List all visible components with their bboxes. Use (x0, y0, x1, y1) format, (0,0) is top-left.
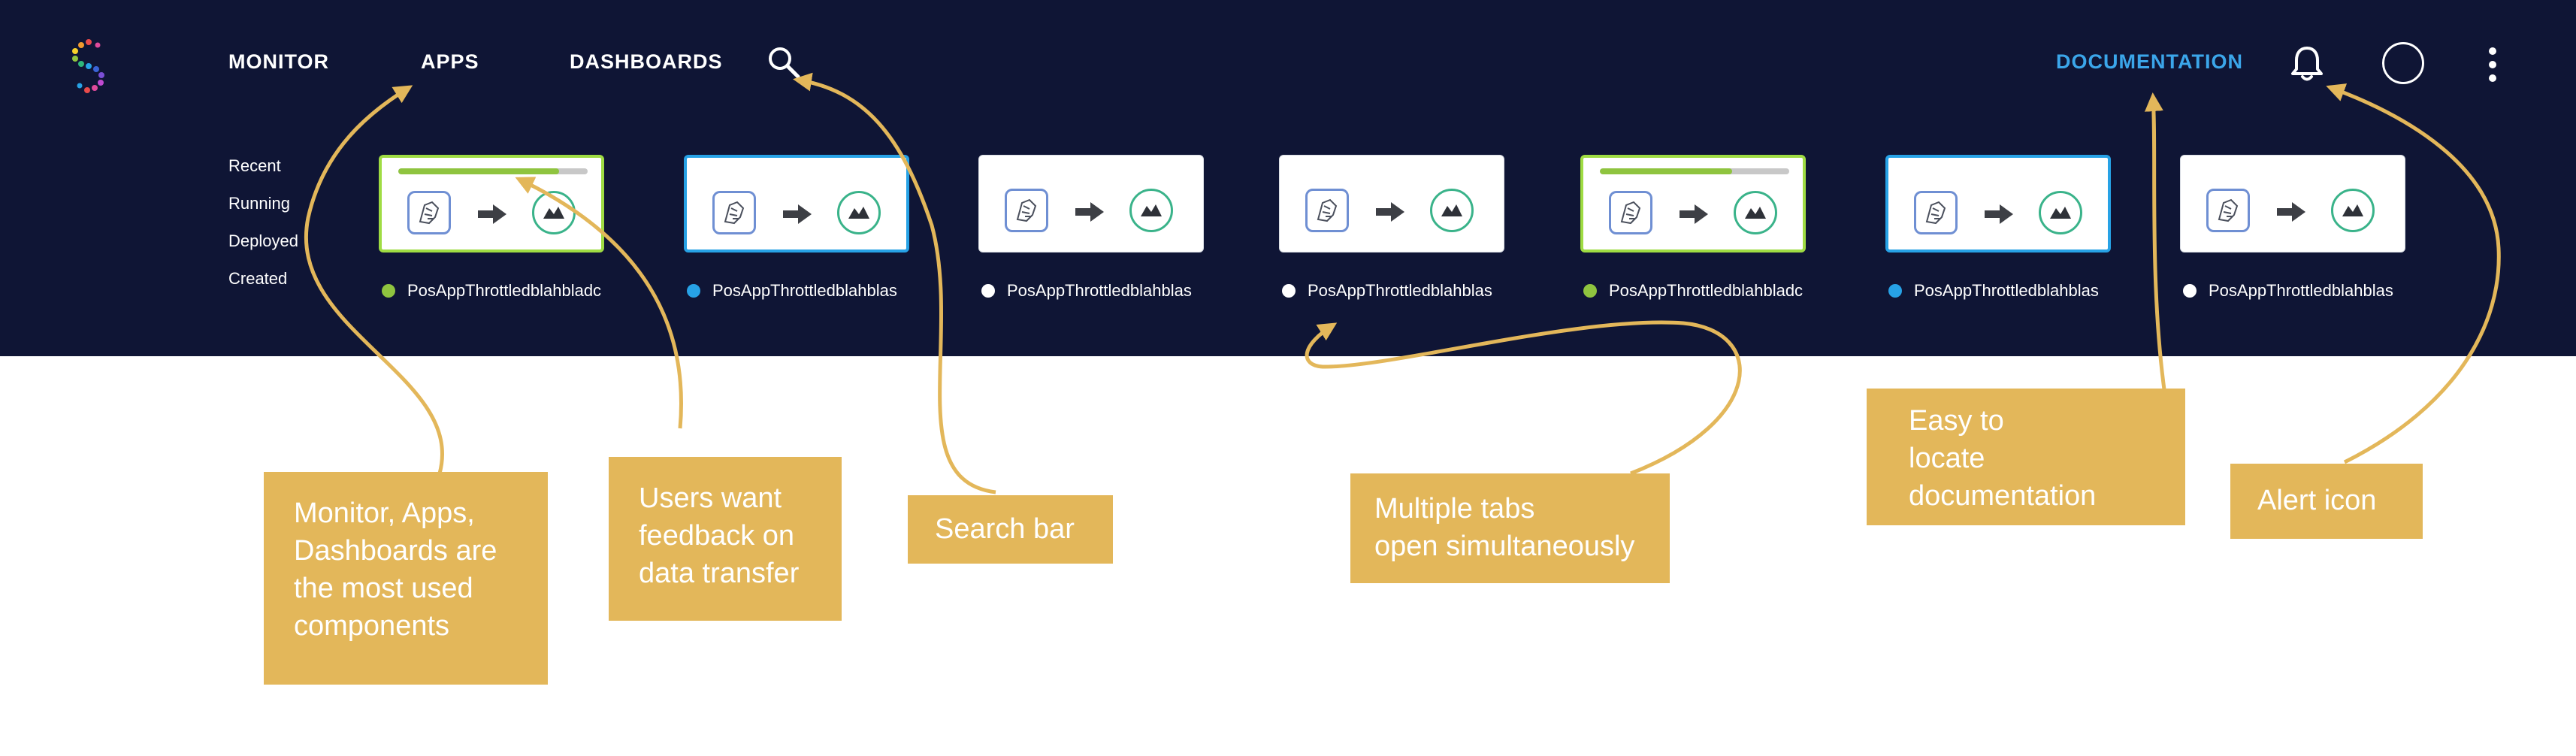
app-tab[interactable]: PosAppThrottledblahblas (2180, 0, 2405, 300)
app-flow-card[interactable] (1885, 155, 2111, 253)
app-name: PosAppThrottledblahbladc (1609, 281, 1804, 300)
flow-arrow-icon (476, 203, 509, 225)
source-app-icon (1914, 191, 1958, 234)
callout-documentation-text: Easy to locate documentation (1909, 405, 2097, 512)
target-app-icon (1430, 189, 1474, 232)
nav-monitor[interactable]: MONITOR (228, 50, 329, 73)
flow-arrow-icon (782, 203, 815, 225)
app-status-dot (382, 284, 395, 298)
callout-search: Search bar (908, 495, 1113, 564)
app-name: PosAppThrottledblahblas (2209, 281, 2393, 300)
app-tab[interactable]: PosAppThrottledblahblas (1279, 0, 1504, 300)
callout-search-text: Search bar (935, 513, 1075, 545)
app-tab[interactable]: PosAppThrottledblahblas (978, 0, 1204, 300)
bell-icon[interactable] (2290, 45, 2324, 83)
callout-feedback: Users want feedback on data transfer (609, 457, 842, 621)
flow-arrow-icon (1983, 203, 2016, 225)
callout-tabs-text: Multiple tabs open simultaneously (1374, 493, 1635, 562)
flow-arrow-icon (1074, 201, 1107, 223)
app-name: PosAppThrottledblahblas (1308, 281, 1492, 300)
top-navbar: MONITOR APPS DASHBOARDS DOCUMENTATION Re… (0, 0, 2576, 356)
callout-monitor-text: Monitor, Apps, Dashboards are the most u… (294, 497, 497, 642)
target-app-icon (1129, 189, 1173, 232)
target-app-icon (837, 191, 881, 234)
target-app-icon (2039, 191, 2082, 234)
flow-arrow-icon (2275, 201, 2308, 223)
app-tab[interactable]: PosAppThrottledblahblas (1885, 0, 2111, 300)
app-flow-card[interactable] (2180, 155, 2405, 253)
source-app-icon (1609, 191, 1652, 234)
callout-documentation: Easy to locate documentation (1867, 389, 2185, 525)
avatar[interactable] (2382, 42, 2424, 84)
source-app-icon (1305, 189, 1349, 232)
nav-apps[interactable]: APPS (421, 50, 479, 73)
target-app-icon (1734, 191, 1777, 234)
app-name: PosAppThrottledblahblas (1007, 281, 1192, 300)
logo-icon[interactable] (66, 38, 111, 93)
more-menu-icon[interactable] (2483, 47, 2502, 83)
status-label-recent: Recent (228, 156, 281, 175)
app-status-dot (687, 284, 700, 298)
data-transfer-progress-bar (1600, 168, 1789, 174)
flow-arrow-icon (1678, 203, 1711, 225)
app-status-dot (1888, 284, 1902, 298)
source-app-icon (2206, 189, 2250, 232)
data-transfer-progress-bar (398, 168, 588, 174)
app-tab[interactable]: PosAppThrottledblahbladc (379, 0, 604, 300)
app-flow-card[interactable] (978, 155, 1204, 253)
target-app-icon (532, 191, 576, 234)
callout-monitor: Monitor, Apps, Dashboards are the most u… (264, 472, 548, 685)
source-app-icon (1005, 189, 1048, 232)
progress-fill (1600, 168, 1733, 174)
status-label-deployed: Deployed (228, 231, 298, 250)
callout-alert: Alert icon (2230, 464, 2423, 539)
source-app-icon (712, 191, 756, 234)
app-name: PosAppThrottledblahblas (1914, 281, 2099, 300)
documentation-link[interactable]: DOCUMENTATION (2056, 50, 2243, 73)
app-tab[interactable]: PosAppThrottledblahblas (684, 0, 909, 300)
status-label-created: Created (228, 269, 288, 288)
app-flow-card[interactable] (1279, 155, 1504, 253)
app-flow-card[interactable] (684, 155, 909, 253)
callout-alert-text: Alert icon (2257, 485, 2377, 516)
app-flow-card[interactable] (379, 155, 604, 253)
app-status-dot (1583, 284, 1597, 298)
app-status-dot (1282, 284, 1296, 298)
app-name: PosAppThrottledblahbladc (407, 281, 602, 300)
app-tab[interactable]: PosAppThrottledblahbladc (1580, 0, 1806, 300)
nav-dashboards[interactable]: DASHBOARDS (570, 50, 723, 73)
app-status-dot (2183, 284, 2197, 298)
progress-fill (398, 168, 560, 174)
status-label-running: Running (228, 194, 290, 213)
app-name: PosAppThrottledblahblas (712, 281, 897, 300)
flow-arrow-icon (1374, 201, 1407, 223)
target-app-icon (2331, 189, 2375, 232)
callout-feedback-text: Users want feedback on data transfer (639, 482, 800, 589)
callout-tabs: Multiple tabs open simultaneously (1350, 473, 1670, 583)
app-flow-card[interactable] (1580, 155, 1806, 253)
source-app-icon (407, 191, 451, 234)
app-status-dot (981, 284, 995, 298)
